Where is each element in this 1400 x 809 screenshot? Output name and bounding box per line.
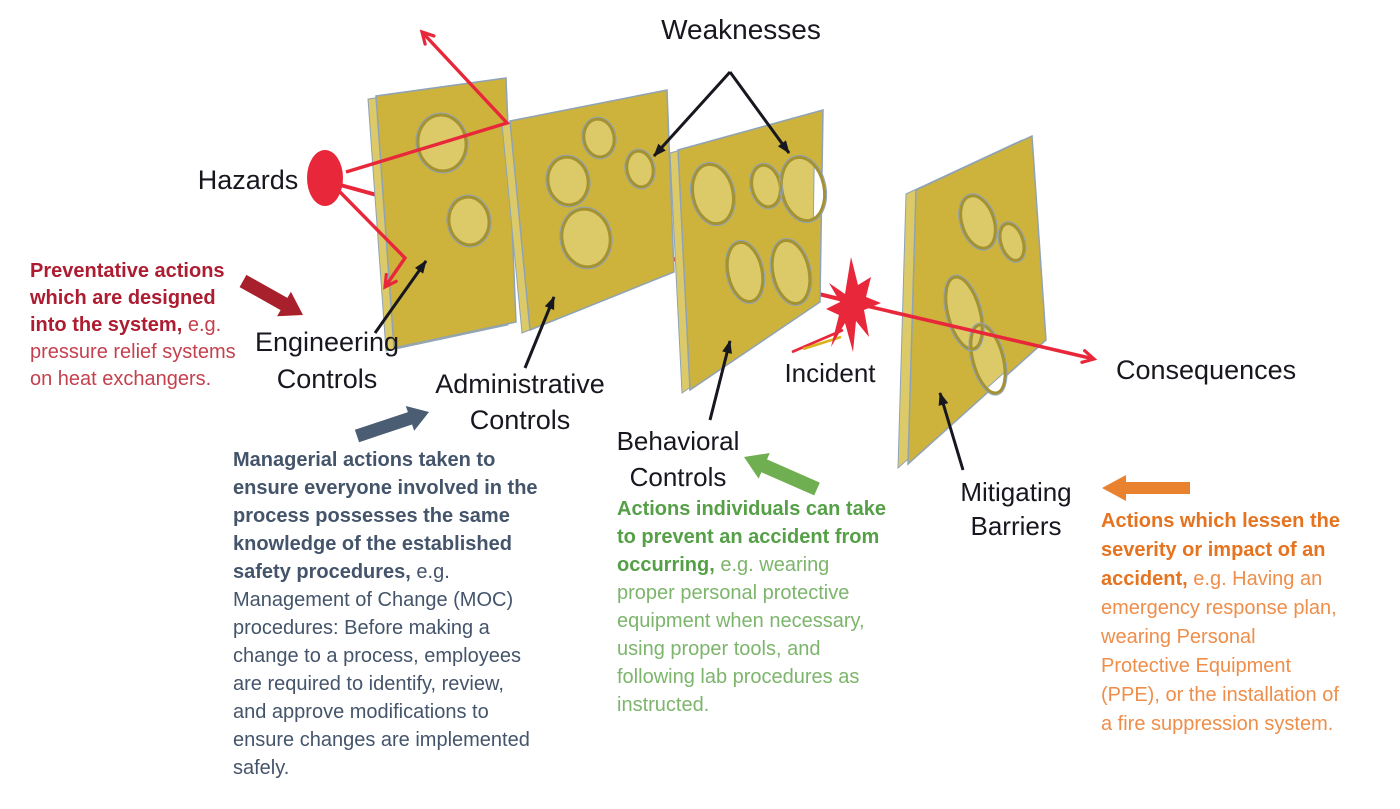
hazards-label: Hazards xyxy=(197,165,299,195)
preventative-note-arrow-icon xyxy=(239,274,303,317)
mitigating-note-emphasis: Actions which lessen the severity or imp… xyxy=(1101,510,1340,590)
mitigating-barriers-label: Mitigating Barriers xyxy=(960,477,1072,541)
cheese-slice-behavioral-controls xyxy=(669,109,828,394)
behavioral-note-rest: e.g. wearing proper personal protective … xyxy=(617,554,865,716)
engineering-pointer-icon xyxy=(373,260,428,334)
administrative-controls-note: Managerial actions taken to ensure every… xyxy=(233,446,538,782)
hazard-ellipse-icon xyxy=(307,150,343,206)
administrative-note-emphasis: Managerial actions taken to ensure every… xyxy=(233,449,538,583)
label-pointer-arrows xyxy=(373,70,965,471)
administrative-note-rest: e.g. Management of Change (MOC) procedur… xyxy=(233,561,530,779)
behavioral-controls-note: Actions individuals can take to prevent … xyxy=(617,495,886,719)
mitigating-pointer-icon xyxy=(938,392,965,471)
weaknesses-pointer-right-icon xyxy=(728,71,791,154)
mitigating-note-arrow-icon xyxy=(1102,475,1190,501)
administrative-pointer-icon xyxy=(523,296,556,369)
mitigating-note-rest: e.g. Having an emergency response plan, … xyxy=(1101,568,1339,735)
weaknesses-label: Weaknesses xyxy=(661,14,821,45)
behavioral-note-arrow-icon xyxy=(744,453,820,496)
consequences-label: Consequences xyxy=(1116,355,1297,385)
behavioral-pointer-icon xyxy=(708,340,732,421)
administrative-controls-label: Administrative Controls xyxy=(435,369,605,435)
mitigating-barriers-note: Actions which lessen the severity or imp… xyxy=(1101,507,1340,739)
behavioral-controls-label: Behavioral Controls xyxy=(616,426,740,492)
engineering-controls-label: Engineering Controls xyxy=(254,327,400,394)
engineering-note-rest: e.g. pressure relief systems on heat exc… xyxy=(30,314,236,390)
behavioral-note-emphasis: Actions individuals can take to prevent … xyxy=(617,498,886,576)
cheese-slice-administrative-controls xyxy=(501,89,675,334)
consequences-arrow-icon xyxy=(857,302,1098,364)
incident-label: Incident xyxy=(784,358,876,388)
cheese-slice-mitigating-barriers xyxy=(897,134,1047,470)
managerial-note-arrow-icon xyxy=(354,406,429,443)
engineering-controls-note: Preventative actions which are designed … xyxy=(30,258,236,393)
engineering-note-emphasis: Preventative actions which are designed … xyxy=(30,260,225,336)
deflected-ray-down-icon xyxy=(338,190,408,290)
incident-starburst-icon xyxy=(826,257,881,352)
deflected-ray-up-icon xyxy=(345,29,511,174)
weaknesses-pointer-left-icon xyxy=(652,70,732,158)
